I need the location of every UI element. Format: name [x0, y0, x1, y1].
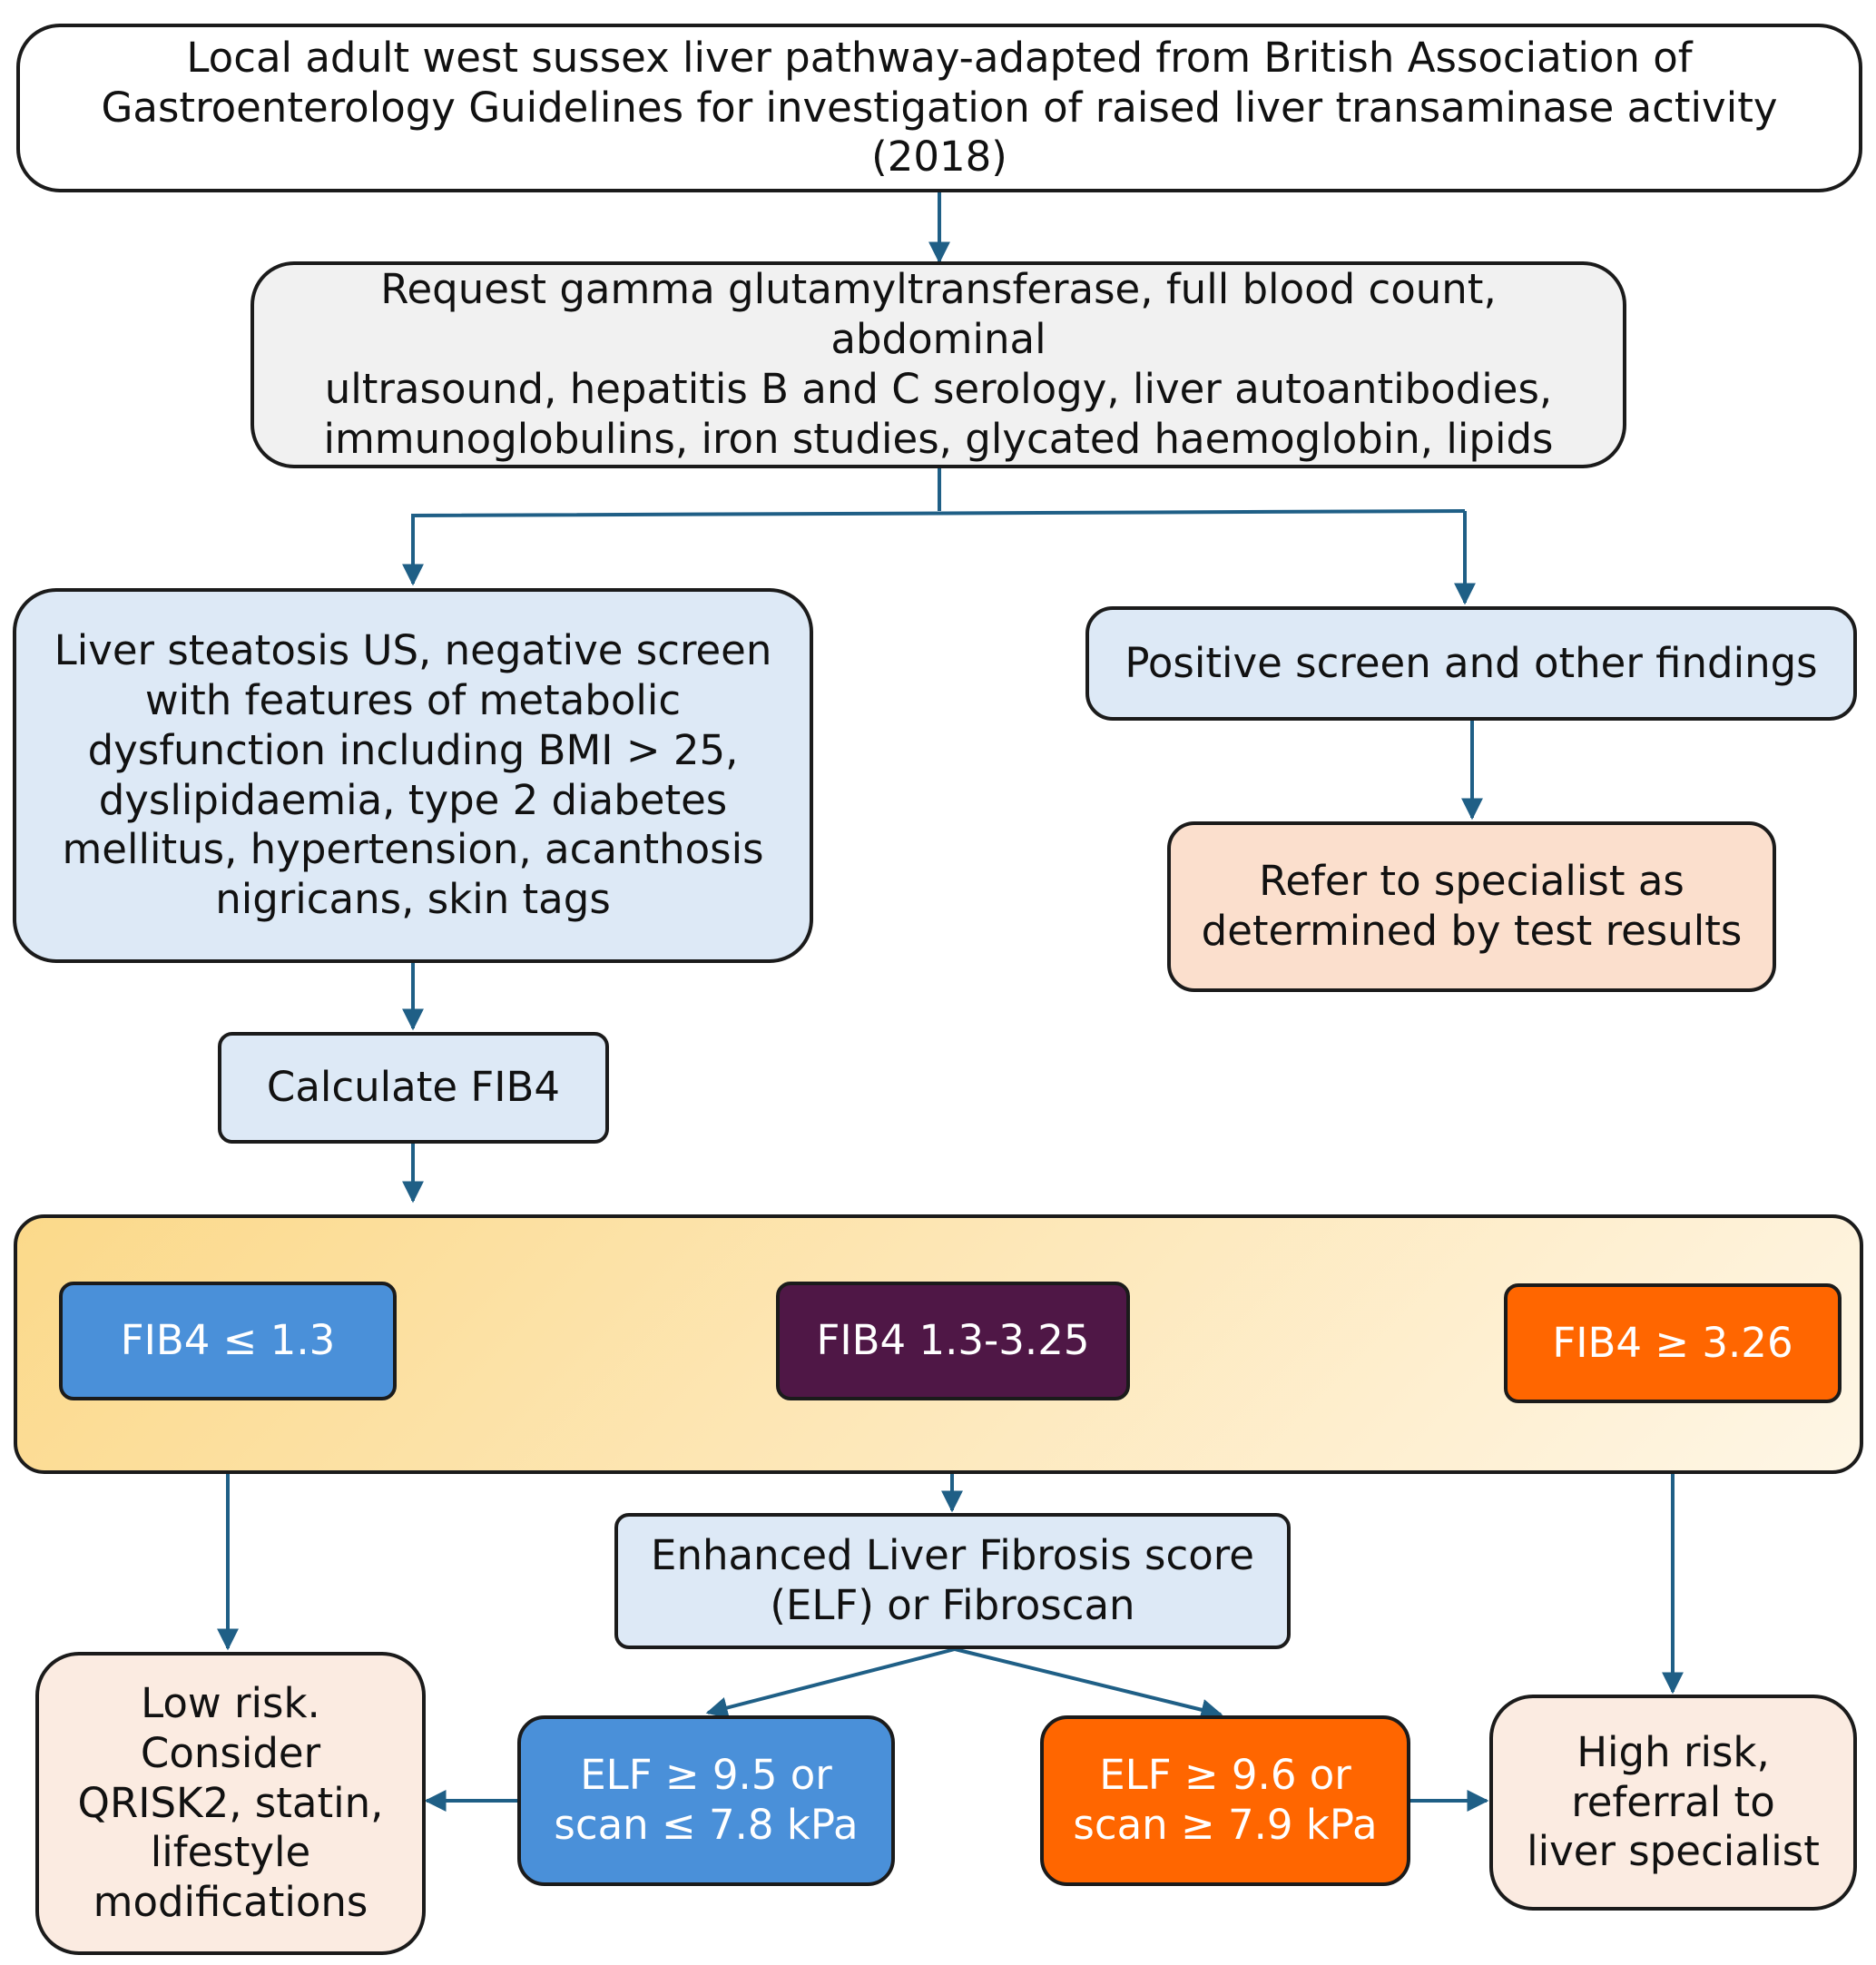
- fib4-low-box: FIB4 ≤ 1.3: [59, 1282, 397, 1400]
- request-tests-box: Request gamma glutamyltransferase, full …: [250, 261, 1626, 468]
- arrow-elf-to-elflow: [705, 1647, 956, 1719]
- elf-low-threshold-box: ELF ≥ 9.5 or scan ≤ 7.8 kPa: [517, 1715, 895, 1886]
- pathway-title-box: Local adult west sussex liver pathway-ad…: [16, 24, 1862, 192]
- elf-high-threshold-box: ELF ≥ 9.6 or scan ≥ 7.9 kPa: [1040, 1715, 1410, 1886]
- low-risk-box: Low risk. Consider QRISK2, statin, lifes…: [35, 1652, 426, 1955]
- calculate-fib4-box: Calculate FIB4: [218, 1032, 609, 1144]
- steatosis-box: Liver steatosis US, negative screen with…: [13, 588, 813, 963]
- arrow-elf-to-elfhigh: [954, 1647, 1223, 1721]
- high-risk-box: High risk, referral to liver specialist: [1489, 1695, 1857, 1911]
- refer-specialist-box: Refer to specialist as determined by tes…: [1167, 821, 1776, 992]
- fib4-high-box: FIB4 ≥ 3.26: [1504, 1283, 1842, 1403]
- fib4-mid-box: FIB4 1.3-3.25: [776, 1282, 1130, 1400]
- positive-screen-box: Positive screen and other findings: [1085, 606, 1857, 721]
- connector-request-split: [412, 468, 1466, 517]
- elf-fibroscan-box: Enhanced Liver Fibrosis score (ELF) or F…: [614, 1513, 1291, 1649]
